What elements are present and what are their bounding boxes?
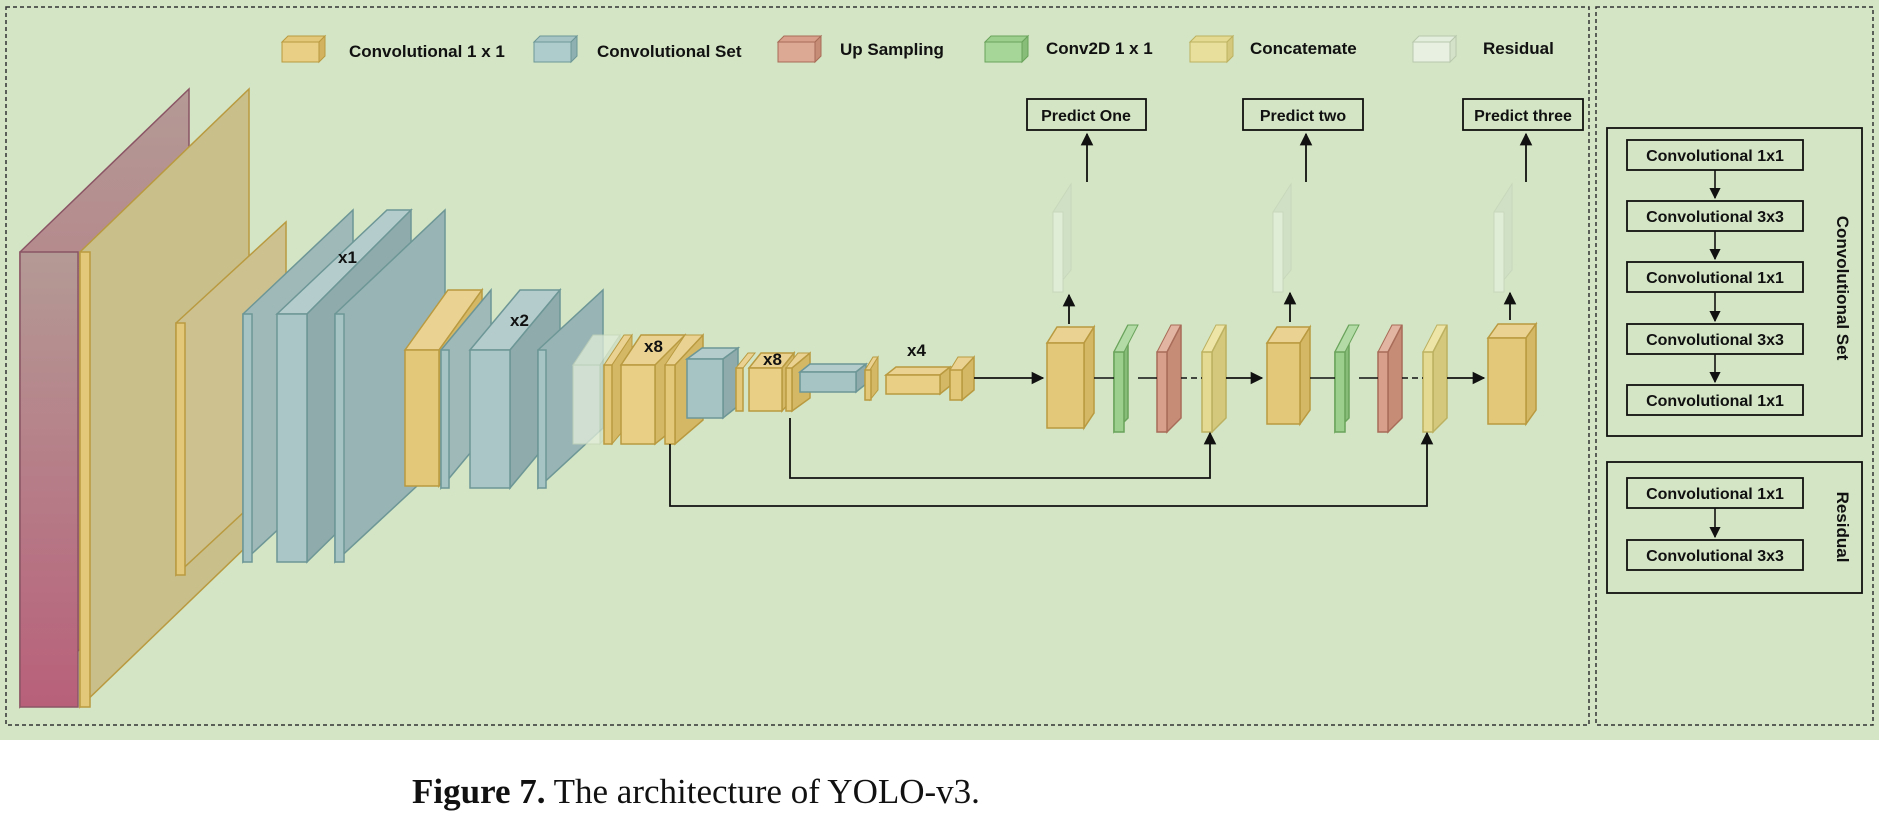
legend-item-conv-set: Convolutional Set [532, 34, 742, 64]
head1-concat [1201, 324, 1227, 434]
repeat-label-x2: x2 [510, 311, 529, 330]
head1-conv2d [1113, 324, 1139, 434]
residual-output-3 [1493, 182, 1513, 294]
residual-layer-2-label: Convolutional 3x3 [1646, 548, 1784, 565]
residual-layer-2: Convolutional 3x3 [1626, 539, 1804, 571]
side-panel-border [1595, 6, 1874, 726]
legend-label-conv1x1: Convolutional 1 x 1 [349, 42, 505, 61]
head2-concat [1422, 324, 1448, 434]
legend-item-conv2d: Conv2D 1 x 1 [983, 34, 1153, 64]
figure-caption: Figure 7. The architecture of YOLO-v3. [412, 772, 980, 812]
conv-set-layer-1: Convolutional 1x1 [1626, 139, 1804, 171]
predict-two-box [1242, 98, 1364, 131]
head1-upsampling [1156, 324, 1182, 434]
residual-layer-1-label: Convolutional 1x1 [1646, 486, 1784, 503]
conv-set-block-3 [684, 346, 741, 420]
conv-set-layer-3: Convolutional 1x1 [1626, 261, 1804, 293]
repeat-label-x4: x4 [907, 341, 926, 360]
conv-set-layer-3-label: Convolutional 1x1 [1646, 270, 1784, 287]
head2-upsampling [1377, 324, 1403, 434]
legend-label-residual: Residual [1483, 39, 1554, 58]
conv-set-layer-1-label: Convolutional 1x1 [1646, 148, 1784, 165]
cube-icon [1411, 34, 1458, 64]
conv-set-panel-title: Convolutional Set [1833, 216, 1852, 361]
residual-output-2 [1272, 182, 1292, 294]
conv-set-block-4 [797, 362, 869, 394]
cube-icon [983, 34, 1030, 64]
head3-conv1x1 [1486, 321, 1538, 427]
caption-label: Figure 7. [412, 772, 546, 811]
conv1x1-block-1 [79, 87, 250, 709]
skip-connection-1 [789, 418, 1217, 479]
caption-text: The architecture of YOLO-v3. [545, 772, 980, 811]
predict-two-label: Predict two [1260, 108, 1346, 125]
residual-panel-title: Residual [1833, 492, 1852, 563]
head1-conv1x1 [1045, 324, 1096, 431]
darknet-block-x4 [864, 355, 975, 402]
conv-set-layer-5: Convolutional 1x1 [1626, 384, 1804, 416]
legend-label-concat: Concatemate [1250, 39, 1357, 58]
repeat-label-x8-2: x8 [763, 350, 782, 369]
head2-conv2d [1334, 324, 1360, 434]
head2-conv1x1 [1265, 324, 1312, 427]
conv-set-layer-2-label: Convolutional 3x3 [1646, 209, 1784, 226]
skip-connection-2 [669, 431, 1434, 507]
predict-one-label: Predict One [1041, 108, 1131, 125]
conv-set-layer-4: Convolutional 3x3 [1626, 323, 1804, 355]
conv-set-panel [1606, 127, 1863, 437]
conv-set-layer-4-label: Convolutional 3x3 [1646, 332, 1784, 349]
predict-three-label: Predict three [1474, 108, 1572, 125]
legend-item-residual: Residual [1411, 34, 1554, 64]
cube-icon [532, 34, 579, 64]
darknet-block-x8-2 [734, 350, 812, 413]
residual-output-1 [1052, 182, 1072, 294]
cube-icon [280, 34, 327, 64]
legend-item-conv1x1: Convolutional 1 x 1 [280, 34, 505, 64]
cube-icon [776, 34, 823, 64]
legend-label-conv2d: Conv2D 1 x 1 [1046, 39, 1153, 58]
repeat-label-x8-1: x8 [644, 337, 663, 356]
legend-label-conv-set: Convolutional Set [597, 42, 742, 61]
legend-item-concat: Concatemate [1188, 34, 1357, 64]
darknet-block-x8-1 [603, 333, 704, 446]
legend-item-upsampling: Up Sampling [776, 34, 944, 64]
legend: Convolutional 1 x 1 Convolutional Set Up… [280, 34, 1554, 64]
yolo-architecture-diagram: Convolutional 1 x 1 Convolutional Set Up… [0, 0, 1879, 740]
conv-set-layer-2: Convolutional 3x3 [1626, 200, 1804, 232]
legend-label-upsampling: Up Sampling [840, 40, 944, 59]
conv-set-layer-5-label: Convolutional 1x1 [1646, 393, 1784, 410]
predict-one-box [1026, 98, 1147, 131]
residual-layer-1: Convolutional 1x1 [1626, 477, 1804, 509]
cube-icon [1188, 34, 1235, 64]
main-panel-border [5, 6, 1590, 726]
predict-three-box [1462, 98, 1584, 131]
residual-panel [1606, 461, 1863, 594]
repeat-label-x1: x1 [338, 248, 357, 267]
